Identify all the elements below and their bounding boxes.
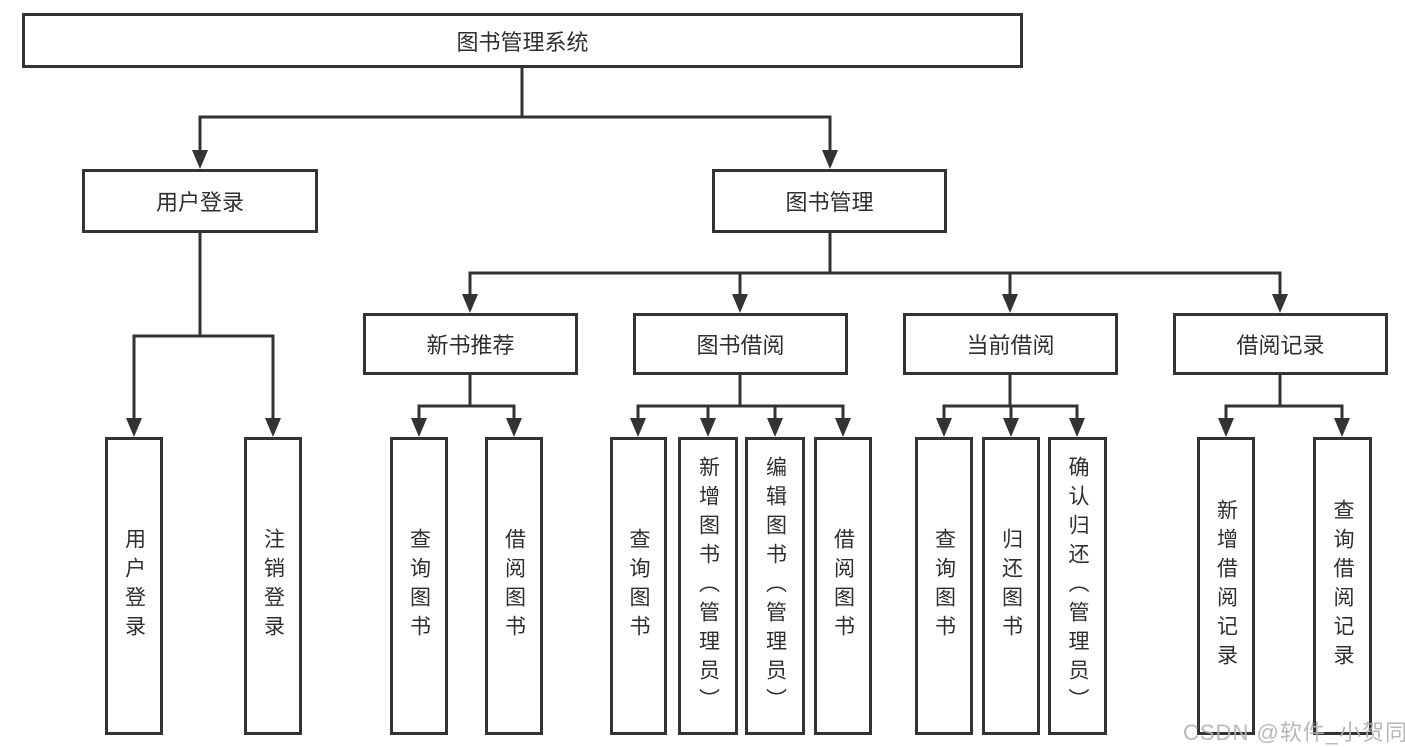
arrowhead-down bbox=[1218, 418, 1234, 437]
leaf-current-confirm-return-admin: 确认归还（管理员） bbox=[1048, 437, 1107, 735]
connector-user-login bbox=[126, 231, 281, 437]
leaf-borrow-edit-books-admin: 编辑图书（管理员） bbox=[745, 437, 805, 735]
leaf-borrow-query-books: 查询图书 bbox=[610, 437, 667, 735]
node-new-book-rec: 新书推荐 bbox=[363, 313, 578, 375]
leaf-rec-query-books: 查询图书 bbox=[390, 437, 448, 735]
arrowhead-down bbox=[192, 150, 208, 169]
arrowhead-down bbox=[1003, 418, 1019, 437]
node-book-mgmt: 图书管理 bbox=[712, 169, 947, 233]
node-book-borrow: 图书借阅 bbox=[633, 313, 848, 375]
leaf-current-return-books: 归还图书 bbox=[982, 437, 1040, 735]
arrowhead-down bbox=[630, 418, 646, 437]
arrowhead-down bbox=[936, 418, 952, 437]
watermark-text: CSDN @软件_小贺同学 bbox=[1183, 720, 1405, 745]
connector-borrow bbox=[630, 373, 851, 437]
connector-root bbox=[192, 66, 838, 169]
connector-current bbox=[936, 373, 1085, 437]
arrowhead-down bbox=[822, 150, 838, 169]
arrowhead-down bbox=[732, 294, 748, 313]
leaf-borrow-add-books-admin: 新增图书（管理员） bbox=[678, 437, 738, 735]
arrowhead-down bbox=[506, 418, 522, 437]
leaf-borrow-borrow-books: 借阅图书 bbox=[814, 437, 872, 735]
connector-new-rec bbox=[411, 373, 522, 437]
node-user-login: 用户登录 bbox=[82, 169, 318, 233]
arrowhead-down bbox=[1002, 294, 1018, 313]
leaf-user-login: 用户登录 bbox=[105, 437, 163, 735]
arrowhead-down bbox=[700, 418, 716, 437]
leaf-current-query-books: 查询图书 bbox=[915, 437, 973, 735]
node-root: 图书管理系统 bbox=[22, 13, 1023, 68]
leaf-logout: 注销登录 bbox=[244, 437, 302, 735]
connector-book-mgmt bbox=[462, 231, 1288, 313]
arrowhead-down bbox=[126, 418, 142, 437]
leaf-records-query-record: 查询借阅记录 bbox=[1313, 437, 1372, 735]
arrowhead-down bbox=[1272, 294, 1288, 313]
arrowhead-down bbox=[265, 418, 281, 437]
node-borrow-records: 借阅记录 bbox=[1173, 313, 1388, 375]
arrowhead-down bbox=[1069, 418, 1085, 437]
arrowhead-down bbox=[462, 294, 478, 313]
arrowhead-down bbox=[767, 418, 783, 437]
node-current-borrow: 当前借阅 bbox=[903, 313, 1118, 375]
leaf-rec-borrow-books: 借阅图书 bbox=[485, 437, 543, 735]
arrowhead-down bbox=[835, 418, 851, 437]
connector-records bbox=[1218, 373, 1350, 437]
leaf-records-add-record: 新增借阅记录 bbox=[1197, 437, 1255, 735]
arrowhead-down bbox=[1334, 418, 1350, 437]
arrowhead-down bbox=[411, 418, 427, 437]
